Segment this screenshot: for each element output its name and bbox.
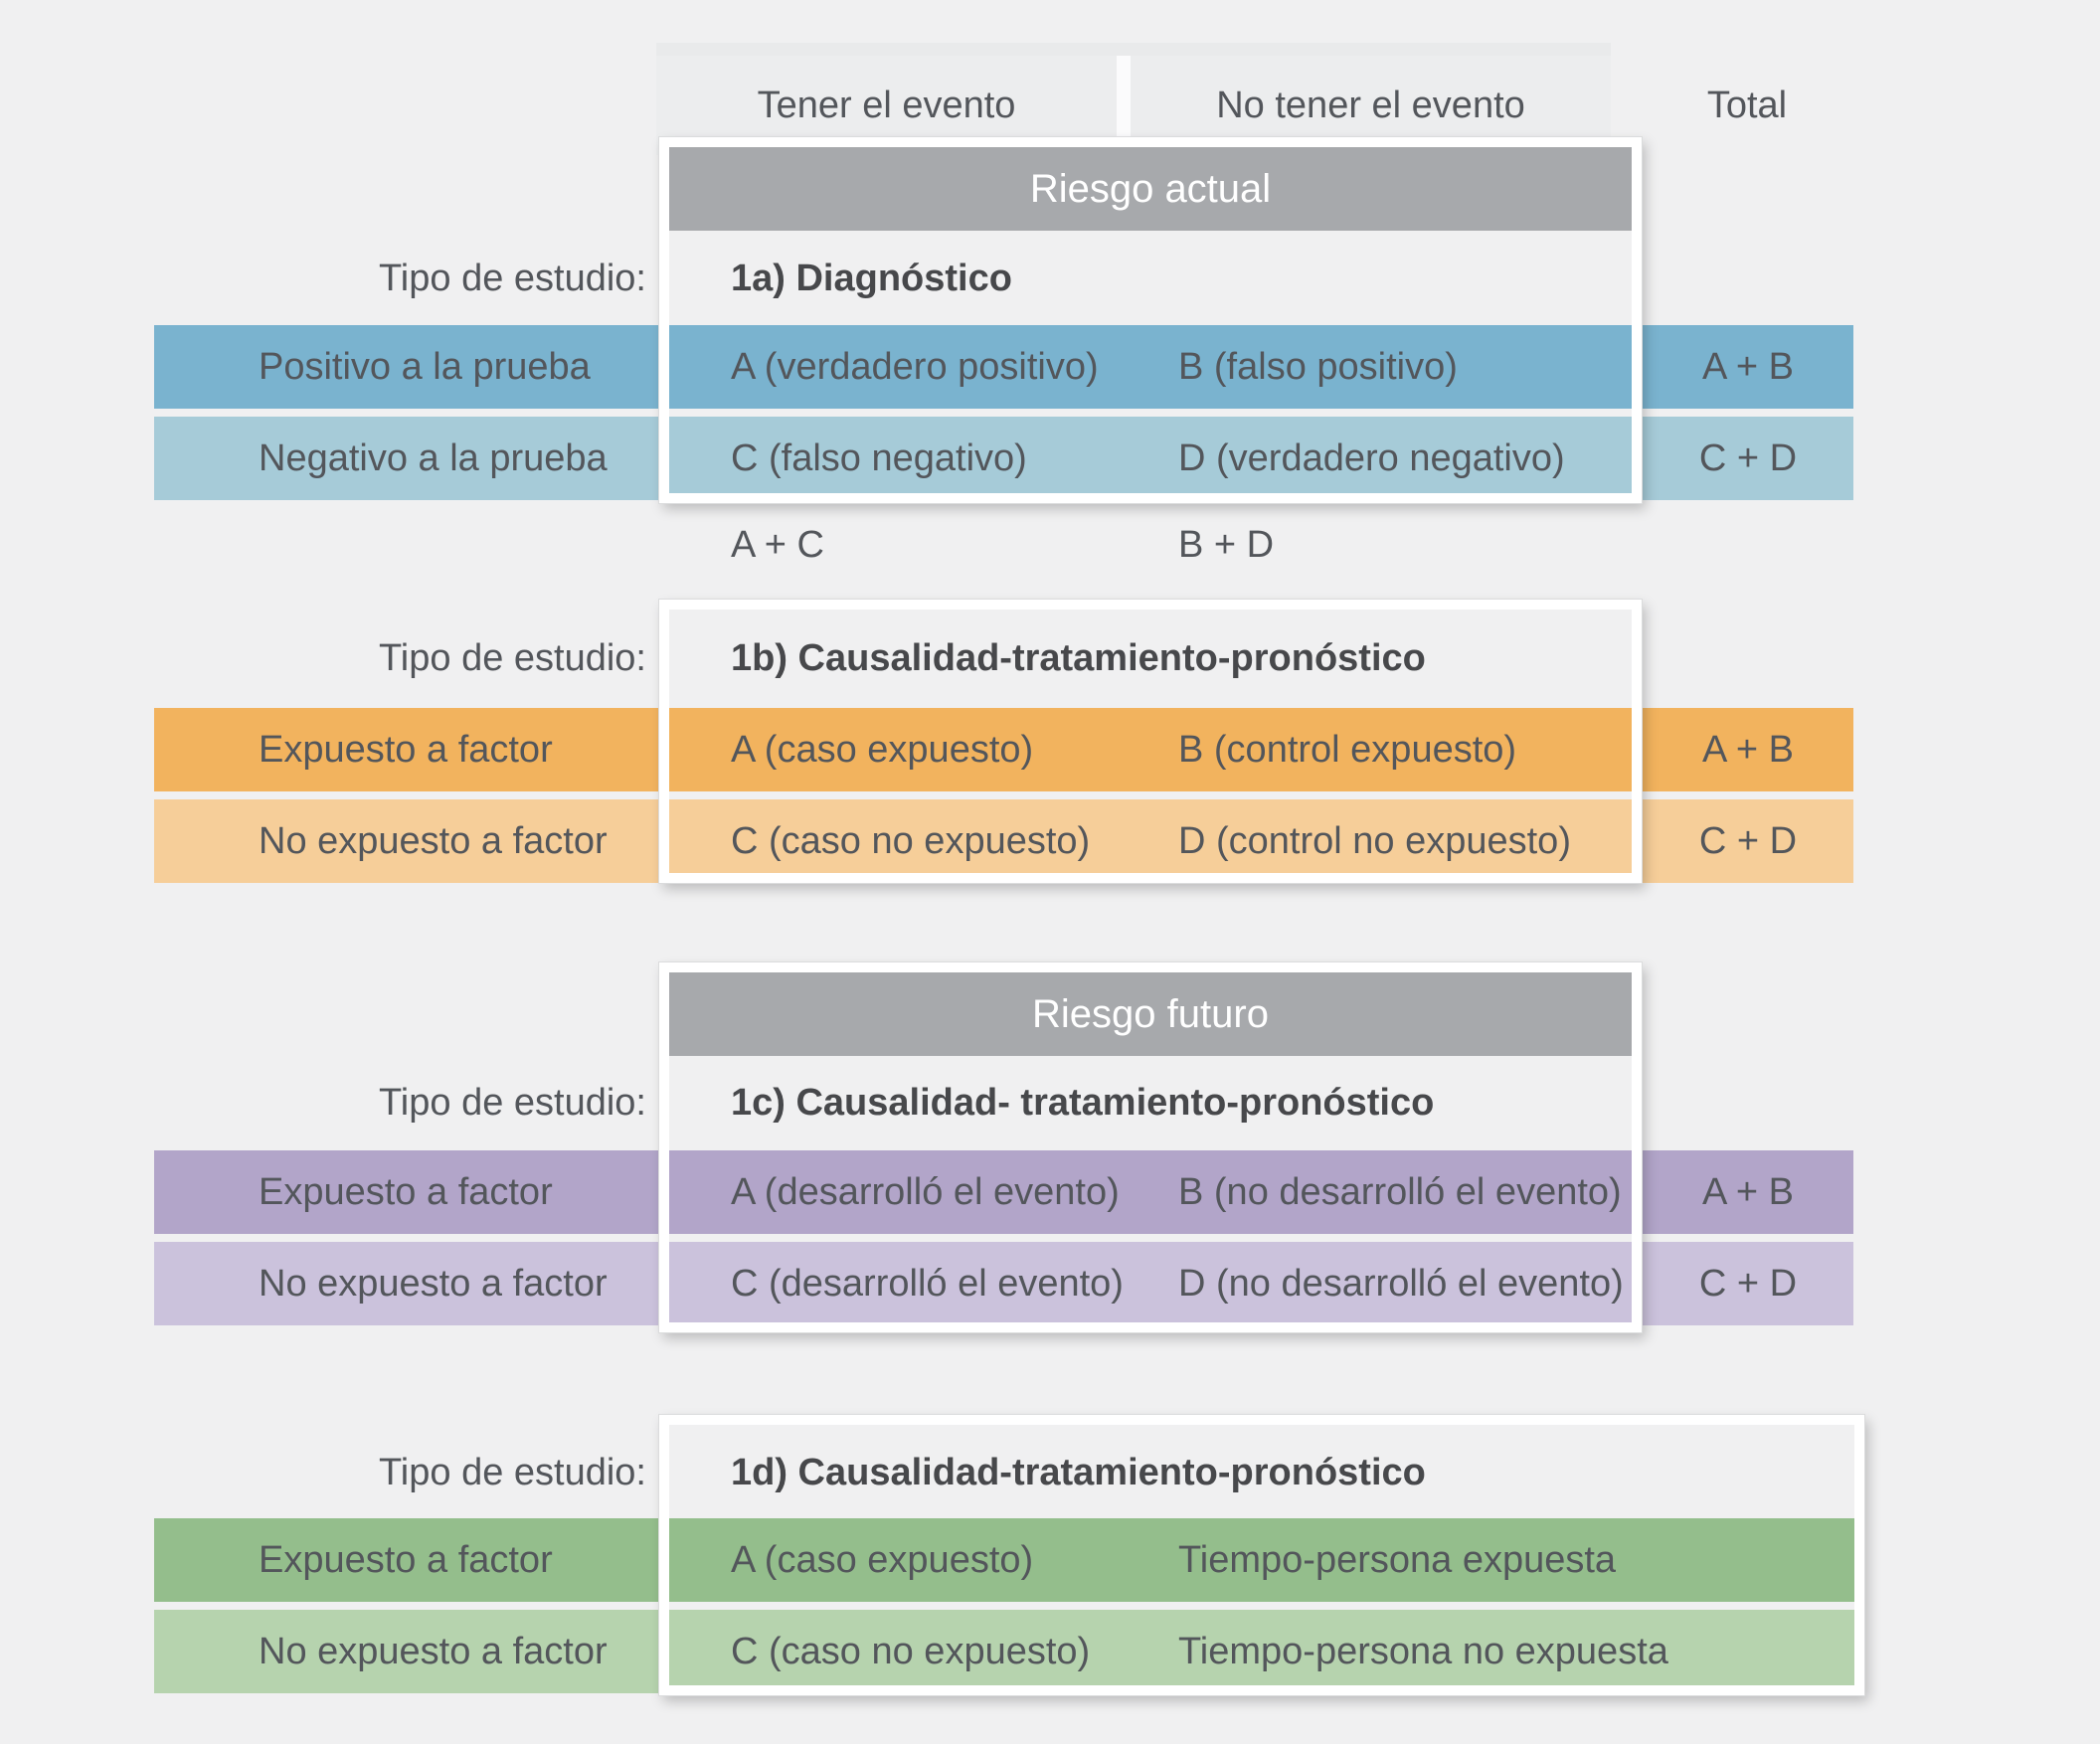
column-header-label: No tener el evento <box>1216 84 1525 126</box>
cell-b: B (falso positivo) <box>1178 345 1458 388</box>
tipo-de-estudio-text: Tipo de estudio: <box>379 257 646 299</box>
riesgo-actual-banner: Riesgo actual <box>669 147 1632 231</box>
cell-b: B (control expuesto) <box>1178 728 1517 771</box>
column-sum-text: B + D <box>1178 523 1275 566</box>
banner-label: Riesgo actual <box>1029 166 1272 211</box>
row-label: Positivo a la prueba <box>259 345 591 388</box>
tipo-de-estudio-text: Tipo de estudio: <box>379 1452 646 1493</box>
panel-1d-causalidad: 1d) Causalidad-tratamiento-pronóstico <box>659 1415 1864 1695</box>
table-row-no-expuesto: No expuesto a factor C (caso no expuesto… <box>154 1610 1856 1693</box>
row-total: C + D <box>1698 1262 1798 1305</box>
row-total: C + D <box>1698 436 1798 479</box>
cell-d: D (no desarrolló el evento) <box>1178 1262 1624 1305</box>
row-total: A + B <box>1702 345 1794 388</box>
panel-1b-causalidad: 1b) Causalidad-tratamiento-pronóstico <box>659 600 1642 883</box>
column-header-label: Total <box>1706 84 1788 126</box>
tipo-de-estudio-label: Tipo de estudio: <box>259 231 646 326</box>
cell-a: A (desarrolló el evento) <box>731 1170 1120 1213</box>
header-column-divider <box>1117 56 1131 155</box>
column-sum-b-plus-d: B + D <box>1178 517 1274 573</box>
panel-1c-causalidad: Riesgo futuro 1c) Causalidad- tratamient… <box>659 962 1642 1332</box>
cell-tiempo-persona: Tiempo-persona expuesta <box>1178 1538 1617 1581</box>
row-total: C + D <box>1698 819 1798 862</box>
cell-tiempo-persona: Tiempo-persona no expuesta <box>1178 1630 1668 1672</box>
section-title-text: 1c) Causalidad- tratamiento-pronóstico <box>731 1082 1435 1124</box>
panel-1a-diagnostico: Riesgo actual 1a) Diagnóstico <box>659 137 1642 503</box>
banner-label: Riesgo futuro <box>1032 991 1269 1036</box>
tipo-de-estudio-text: Tipo de estudio: <box>379 1082 646 1124</box>
row-total: A + B <box>1702 728 1794 771</box>
tipo-de-estudio-label: Tipo de estudio: <box>259 1056 646 1150</box>
row-label: No expuesto a factor <box>259 1262 608 1305</box>
row-label: Expuesto a factor <box>259 728 553 771</box>
cell-c: C (desarrolló el evento) <box>731 1262 1124 1305</box>
section-title: 1d) Causalidad-tratamiento-pronóstico <box>731 1425 1426 1521</box>
table-row-expuesto: Expuesto a factor A (caso expuesto) B (c… <box>154 708 1853 791</box>
table-row-positivo: Positivo a la prueba A (verdadero positi… <box>154 325 1853 409</box>
cell-c: C (caso no expuesto) <box>731 819 1091 862</box>
section-title: 1b) Causalidad-tratamiento-pronóstico <box>731 610 1426 708</box>
section-title: 1c) Causalidad- tratamiento-pronóstico <box>731 1056 1434 1150</box>
column-sum-text: A + C <box>731 523 824 566</box>
cell-a: A (caso expuesto) <box>731 728 1034 771</box>
tipo-de-estudio-label: Tipo de estudio: <box>259 1425 646 1521</box>
table-row-no-expuesto: No expuesto a factor C (caso no expuesto… <box>154 799 1853 883</box>
table-row-expuesto: Expuesto a factor A (desarrolló el event… <box>154 1150 1853 1234</box>
cell-d: D (verdadero negativo) <box>1178 436 1565 479</box>
row-label: Expuesto a factor <box>259 1170 553 1213</box>
section-title-text: 1d) Causalidad-tratamiento-pronóstico <box>731 1452 1426 1493</box>
column-header-label: Tener el evento <box>757 84 1016 126</box>
riesgo-futuro-banner: Riesgo futuro <box>669 972 1632 1056</box>
column-header-total: Total <box>1641 56 1853 155</box>
cell-d: D (control no expuesto) <box>1178 819 1571 862</box>
table-row-no-expuesto: No expuesto a factor C (desarrolló el ev… <box>154 1242 1853 1325</box>
tipo-de-estudio-text: Tipo de estudio: <box>379 637 646 679</box>
row-label: Expuesto a factor <box>259 1538 553 1581</box>
section-title-text: 1b) Causalidad-tratamiento-pronóstico <box>731 637 1426 679</box>
table-row-expuesto: Expuesto a factor A (caso expuesto) Tiem… <box>154 1518 1856 1602</box>
cell-c: C (falso negativo) <box>731 436 1027 479</box>
tipo-de-estudio-label: Tipo de estudio: <box>259 610 646 708</box>
cell-c: C (caso no expuesto) <box>731 1630 1091 1672</box>
cell-a: A (caso expuesto) <box>731 1538 1034 1581</box>
header-top-strip <box>656 43 1611 56</box>
row-label: Negativo a la prueba <box>259 436 608 479</box>
section-title: 1a) Diagnóstico <box>731 231 1012 326</box>
column-sum-a-plus-c: A + C <box>731 517 824 573</box>
row-label: No expuesto a factor <box>259 819 608 862</box>
section-title-text: 1a) Diagnóstico <box>731 257 1012 299</box>
cell-b: B (no desarrolló el evento) <box>1178 1170 1622 1213</box>
row-total: A + B <box>1702 1170 1794 1213</box>
cell-a: A (verdadero positivo) <box>731 345 1099 388</box>
table-row-negativo: Negativo a la prueba C (falso negativo) … <box>154 417 1853 500</box>
row-label: No expuesto a factor <box>259 1630 608 1672</box>
